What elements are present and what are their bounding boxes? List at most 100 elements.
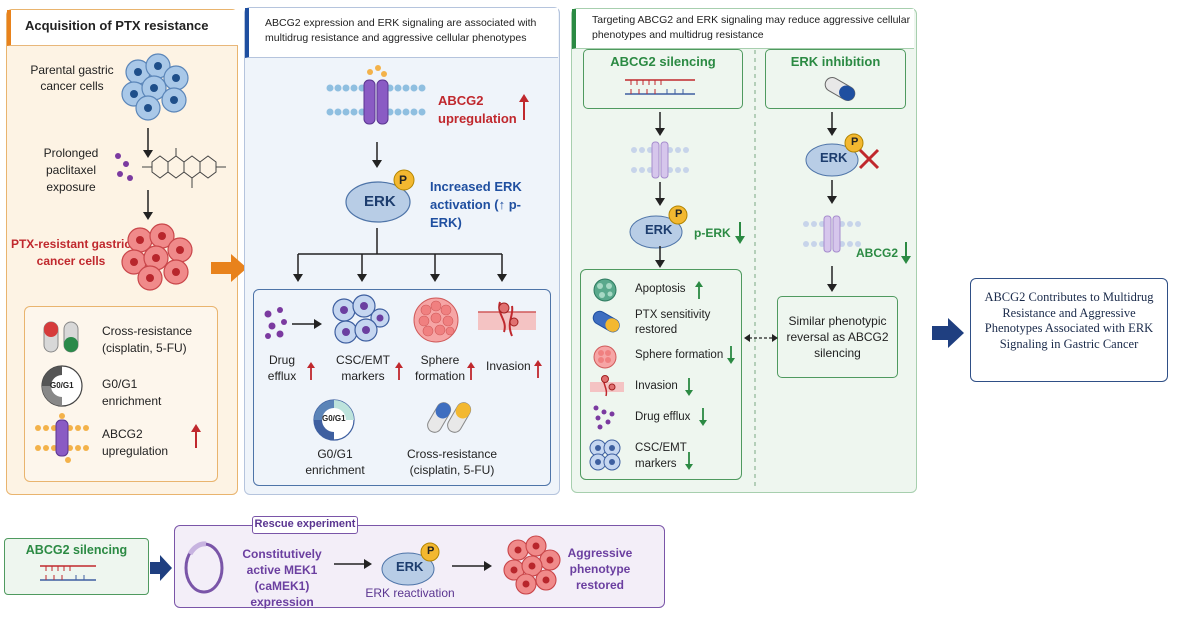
cross-resistance-label: Cross-resistance (cisplatin, 5-FU) xyxy=(406,447,498,477)
up-arrow-icon xyxy=(191,424,201,448)
sphere-formation-label: Sphere formation xyxy=(635,349,724,361)
pill-capsule-icon xyxy=(427,402,472,433)
parental-cells-label: Parental gastric cancer cells xyxy=(30,63,114,93)
abcg2-membrane-icon xyxy=(326,65,426,125)
invasion-icon xyxy=(478,301,536,337)
g0g1-enrichment-label: G0/G1 enrichment xyxy=(305,447,365,477)
navy-arrow-icon xyxy=(932,318,964,348)
aggressive-restored-label: Aggressive phenotype restored xyxy=(567,546,633,592)
invasion-label: Invasion xyxy=(635,380,678,392)
down-arrow-icon xyxy=(699,408,707,426)
down-arrow-icon xyxy=(685,378,693,396)
erk-reactivation-label: ERK reactivation xyxy=(365,586,455,600)
drug-efflux-label: Drug efflux xyxy=(267,353,297,383)
panel-targeting-title: Targeting ABCG2 and ERK signaling may re… xyxy=(592,14,911,41)
erk-node-icon xyxy=(381,542,440,586)
g0g1-pie-label: G0/G1 xyxy=(50,381,74,390)
erk-activation-label: Increased ERK activation (↑ p-ERK) xyxy=(430,179,522,230)
inhibitor-capsule-icon xyxy=(824,77,856,101)
abcg2-silencing-label: ABCG2 silencing xyxy=(610,54,716,69)
erk-label: ERK xyxy=(645,222,673,237)
csc-emt-label: CSC/EMT markers xyxy=(635,442,687,470)
drug-efflux-label: Drug efflux xyxy=(635,411,691,423)
silenced-transporter-icon xyxy=(803,215,861,253)
arrow-down xyxy=(827,112,837,136)
up-arrow-icon xyxy=(519,94,529,120)
divider-dashed xyxy=(754,50,756,490)
erk-label: ERK xyxy=(820,150,848,165)
sphere-icon xyxy=(413,297,459,343)
pill-capsule-icon xyxy=(43,321,79,353)
ptx-sensitivity-label: PTX sensitivity restored xyxy=(635,309,711,336)
arrow-down xyxy=(827,180,837,204)
exposure-label: Prolonged paclitaxel exposure xyxy=(43,146,99,194)
down-arrow-icon xyxy=(685,452,693,470)
up-arrow-icon xyxy=(534,360,542,378)
up-arrow-icon xyxy=(307,362,315,380)
apoptosis-icon xyxy=(593,278,617,302)
bidirectional-arrow xyxy=(744,334,778,342)
arrow-down xyxy=(655,112,665,136)
arrow-right xyxy=(452,561,492,571)
erk-inhibition-label: ERK inhibition xyxy=(790,54,881,69)
paclitaxel-molecule-icon xyxy=(115,148,226,188)
drug-efflux-icon xyxy=(264,307,322,339)
orange-arrow-icon xyxy=(211,254,247,282)
sirna-icon xyxy=(625,79,695,95)
phospho-label: P xyxy=(851,136,859,148)
panel-acquisition-header: Acquisition of PTX resistance xyxy=(7,10,238,46)
resistant-cells-icon xyxy=(121,223,193,291)
up-arrow-icon xyxy=(395,362,403,380)
erk-label: ERK xyxy=(364,193,396,210)
phospho-label: P xyxy=(399,173,408,187)
arrow-down xyxy=(655,182,665,206)
invasion-label: Invasion xyxy=(486,359,531,373)
abcg2-label: ABCG2 xyxy=(856,246,899,260)
arrow-down xyxy=(827,266,837,292)
abcg2-upregulation-label: ABCG2 upregulation xyxy=(102,427,169,458)
sphere-icon xyxy=(593,345,617,369)
arrow-abcg2-to-erk xyxy=(372,142,382,168)
erk-label: ERK xyxy=(396,559,424,574)
phospho-label: P xyxy=(675,208,683,220)
panel-association-title: ABCG2 expression and ERK signaling are a… xyxy=(265,17,537,44)
up-arrow-icon xyxy=(467,362,475,380)
abcg2-silencing-box xyxy=(583,49,743,109)
rescue-title: Rescue experiment xyxy=(254,518,356,530)
down-arrow-icon xyxy=(727,346,735,364)
parental-cells-icon xyxy=(121,53,189,121)
apoptosis-label: Apoptosis xyxy=(635,283,686,295)
ptx-capsule-icon xyxy=(592,310,620,333)
sirna-icon xyxy=(40,565,96,581)
rescue-silencing-box xyxy=(4,538,149,595)
drug-efflux-icon xyxy=(593,405,615,430)
down-arrow-icon xyxy=(901,242,911,264)
down-arrow-icon xyxy=(735,222,745,244)
arrow-exposure-to-resistant xyxy=(143,190,153,220)
erk-node-icon xyxy=(345,169,415,223)
conclusion-box xyxy=(970,278,1168,382)
panel-association-header: ABCG2 expression and ERK signaling are a… xyxy=(245,8,558,58)
branch-arrows xyxy=(293,228,507,282)
sphere-formation-label: Sphere formation xyxy=(414,353,466,383)
csc-cells-icon xyxy=(332,294,390,344)
panel-acquisition-title: Acquisition of PTX resistance xyxy=(25,18,209,33)
arrow-parental-to-exposure xyxy=(143,128,153,158)
up-arrow-icon xyxy=(695,281,703,299)
g0g1-enrichment-label: G0/G1 enrichment xyxy=(102,377,162,408)
csc-cells-icon xyxy=(589,439,621,471)
similar-reversal-label: Similar phenotypic reversal as ABCG2 sil… xyxy=(786,314,889,360)
abcg2-transporter-icon xyxy=(35,413,89,463)
perk-label: p-ERK xyxy=(694,226,731,240)
csc-emt-label: CSC/EMT markers xyxy=(336,353,390,383)
arrow-right xyxy=(334,559,372,569)
camek1-label: Constitutively active MEK1 (caMEK1) expr… xyxy=(242,547,322,609)
plasmid-icon xyxy=(184,541,224,594)
inhibition-x-icon xyxy=(858,148,880,170)
similar-reversal-box xyxy=(777,296,898,378)
g0g1-pie-label: G0/G1 xyxy=(322,414,346,423)
navy-arrow-icon xyxy=(150,555,172,581)
resistant-cells-label: PTX-resistant gastric cancer cells xyxy=(10,237,132,268)
rescue-experiment-box xyxy=(174,525,665,608)
rescue-silencing-label: ABCG2 silencing xyxy=(25,543,128,557)
